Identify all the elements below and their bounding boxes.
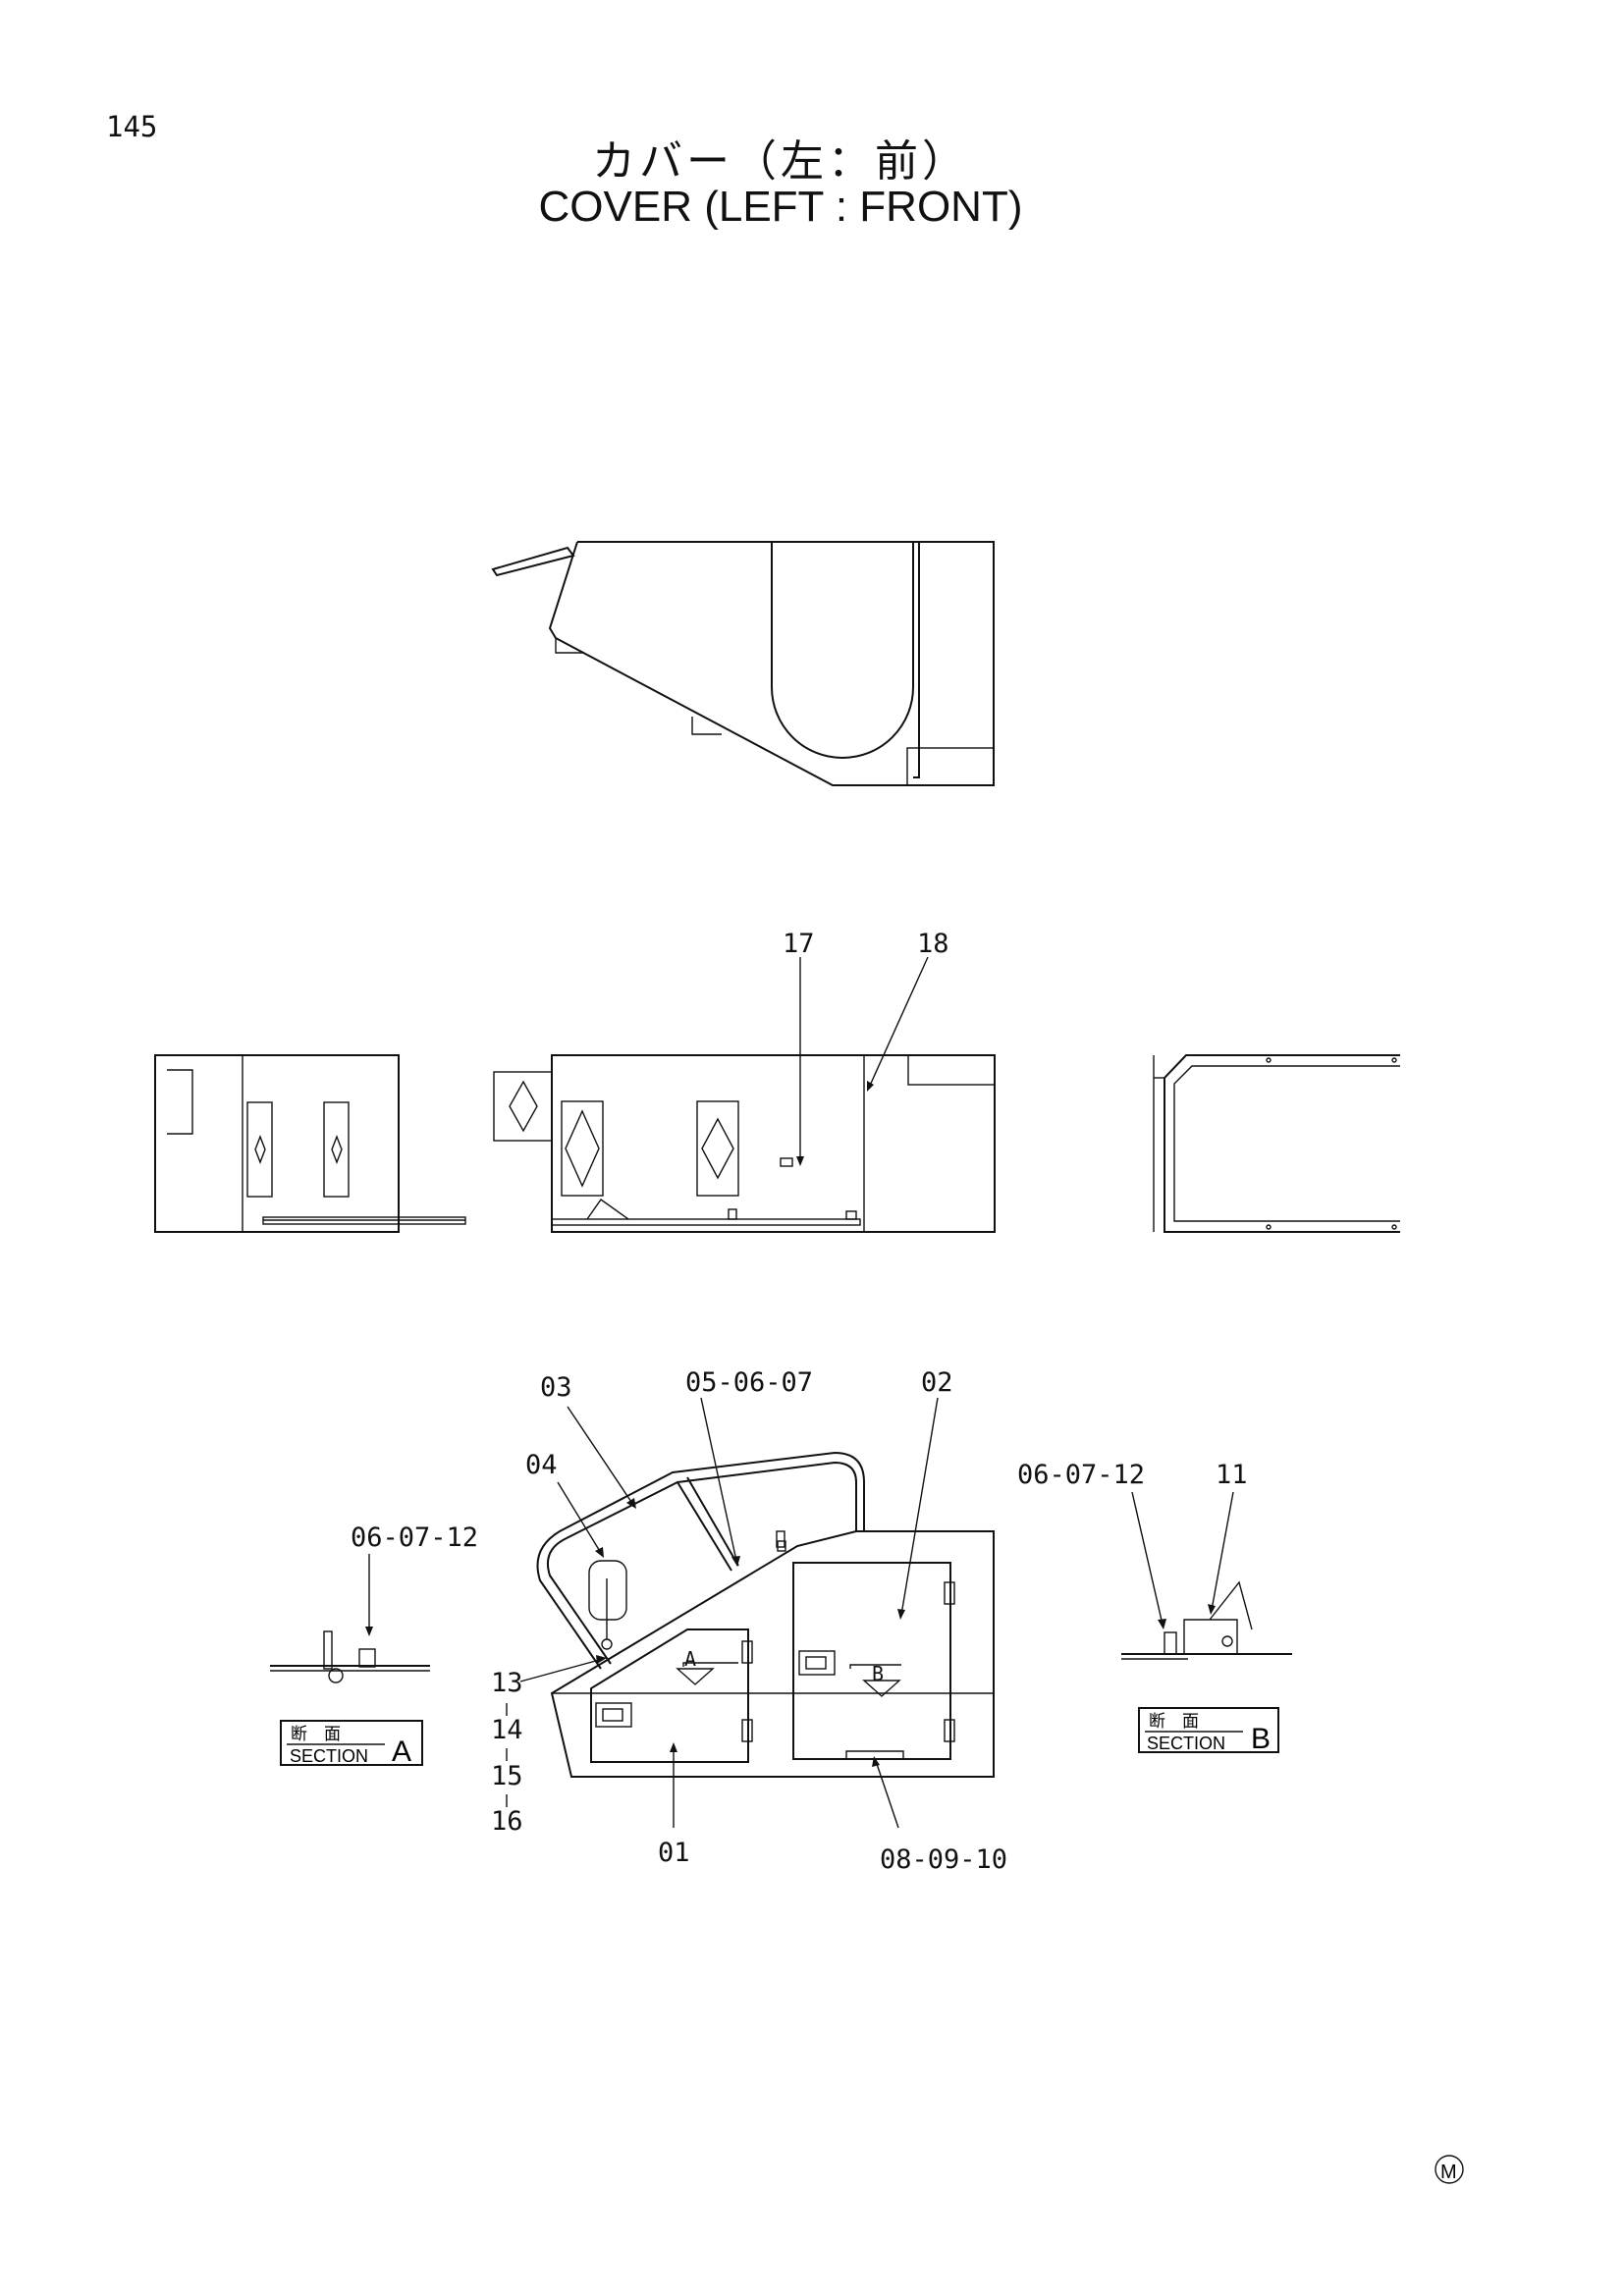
callout-16: 16: [491, 1806, 523, 1837]
callout-11: 11: [1216, 1460, 1248, 1490]
arrow-label-b: B: [872, 1662, 884, 1685]
callout-13: 13: [491, 1668, 523, 1698]
callout-17: 17: [783, 929, 815, 959]
title-english: COVER (LEFT : FRONT): [538, 183, 1023, 231]
section-b-en: SECTION: [1147, 1734, 1225, 1753]
section-a-jp: 断 面: [291, 1725, 341, 1744]
callout-18: 18: [917, 929, 949, 959]
callout-05-06-07: 05-06-07: [685, 1367, 813, 1398]
callout-03: 03: [540, 1372, 572, 1403]
callout-15: 15: [491, 1761, 523, 1791]
side-view-left: [154, 1054, 466, 1233]
top-view: [491, 541, 995, 786]
title-japanese: カバー（左：前）: [592, 136, 969, 187]
section-a-letter: A: [392, 1735, 411, 1768]
main-cover-view: A B 03 04 05-06-07 02 13 14 15 16 01 08-…: [491, 1367, 1007, 1875]
section-b-jp: 断 面: [1149, 1712, 1199, 1732]
side-view-right: [1153, 1054, 1400, 1233]
callout-02: 02: [921, 1367, 953, 1398]
callout-08-09-10: 08-09-10: [880, 1844, 1007, 1875]
callout-01: 01: [658, 1838, 690, 1868]
callout-06-07-12-right: 06-07-12: [1017, 1460, 1145, 1490]
callout-06-07-12-left: 06-07-12: [351, 1522, 478, 1553]
section-b-detail: 06-07-12 11 断 面 SECTION B: [1017, 1460, 1292, 1755]
section-b-letter: B: [1251, 1723, 1271, 1755]
callout-14: 14: [491, 1715, 523, 1745]
section-a-en: SECTION: [290, 1746, 368, 1766]
arrow-label-a: A: [684, 1647, 696, 1671]
page-number: 145: [106, 110, 158, 143]
m-mark-letter: M: [1440, 2162, 1457, 2183]
section-a-detail: 06-07-12 断 面 SECTION A: [270, 1522, 478, 1768]
side-view-center: 17 18: [493, 929, 996, 1233]
callout-04: 04: [525, 1450, 558, 1480]
m-mark: M: [1435, 2155, 1464, 2184]
